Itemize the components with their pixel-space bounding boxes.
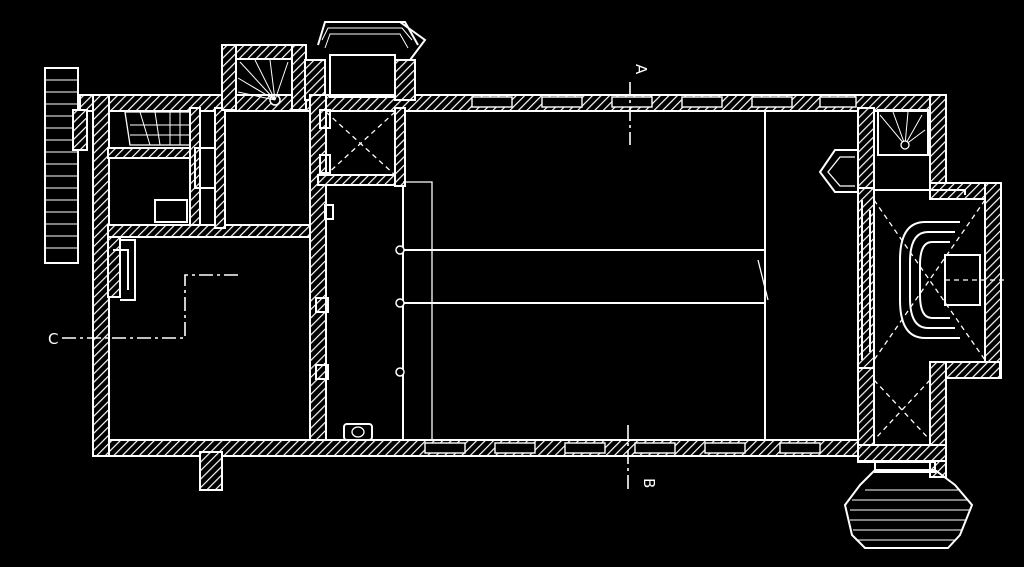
- section-label-c: C: [48, 330, 58, 348]
- southeast-porch: [843, 379, 974, 549]
- window-openings: [424, 96, 857, 454]
- section-line-c: C: [48, 274, 240, 348]
- section-label-a: A: [632, 64, 650, 75]
- section-line-a-b: A B: [627, 64, 658, 492]
- west-hall: [107, 236, 223, 491]
- vestibule: [309, 94, 406, 441]
- northwest-rooms: [107, 107, 324, 238]
- west-stair-block: [44, 67, 88, 264]
- section-label-b: B: [640, 478, 658, 488]
- nave: [395, 112, 769, 440]
- north-stair-tower: [221, 21, 427, 111]
- chancel: [818, 107, 1005, 369]
